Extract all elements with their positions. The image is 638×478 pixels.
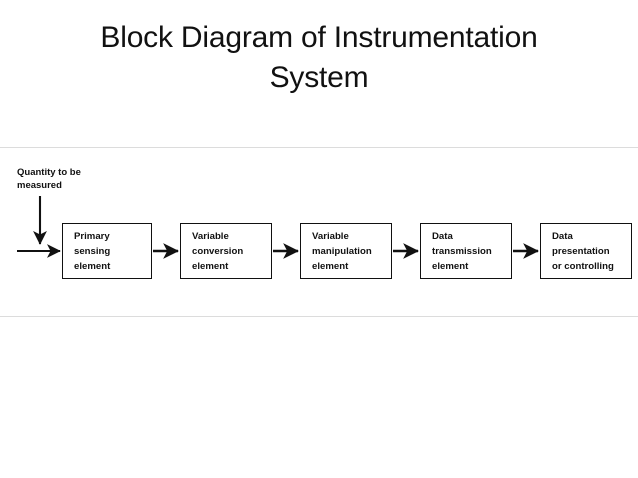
block-4-line-3: element	[432, 260, 469, 272]
input-quantity-label-line-2: measured	[17, 180, 62, 191]
block-data-transmission-element[interactable]: Data transmission element	[420, 223, 512, 279]
block-3-line-3: element	[312, 260, 349, 272]
block-1-line-2: sensing	[74, 245, 111, 257]
block-2-line-2: conversion	[192, 245, 244, 257]
block-3-line-1: Variable	[312, 230, 349, 242]
input-quantity-label-line-1: Quantity to be	[17, 167, 81, 178]
input-quantity-label: Quantity to be measured	[17, 166, 127, 192]
block-4-line-1: Data	[432, 230, 453, 242]
page-title-line-1: Block Diagram of Instrumentation	[100, 21, 538, 54]
block-1-line-1: Primary	[74, 230, 110, 242]
diagram-canvas: Quantity to be measured Primary sensing …	[0, 148, 638, 317]
page-title: Block Diagram of Instrumentation System	[0, 18, 638, 98]
block-4-line-2: transmission	[432, 245, 492, 257]
block-5-line-2: presentation	[552, 245, 610, 257]
page-title-line-2: System	[269, 61, 369, 94]
block-1-line-3: element	[74, 260, 111, 272]
block-data-presentation-or-controlling[interactable]: Data presentation or controlling	[540, 223, 632, 279]
block-variable-conversion-element[interactable]: Variable conversion element	[180, 223, 272, 279]
block-2-line-1: Variable	[192, 230, 229, 242]
block-5-line-1: Data	[552, 230, 573, 242]
block-2-line-3: element	[192, 260, 229, 272]
block-5-line-3: or controlling	[552, 260, 614, 272]
block-3-line-2: manipulation	[312, 245, 372, 257]
diagram-band: Quantity to be measured Primary sensing …	[0, 147, 638, 317]
block-primary-sensing-element[interactable]: Primary sensing element	[62, 223, 152, 279]
block-variable-manipulation-element[interactable]: Variable manipulation element	[300, 223, 392, 279]
